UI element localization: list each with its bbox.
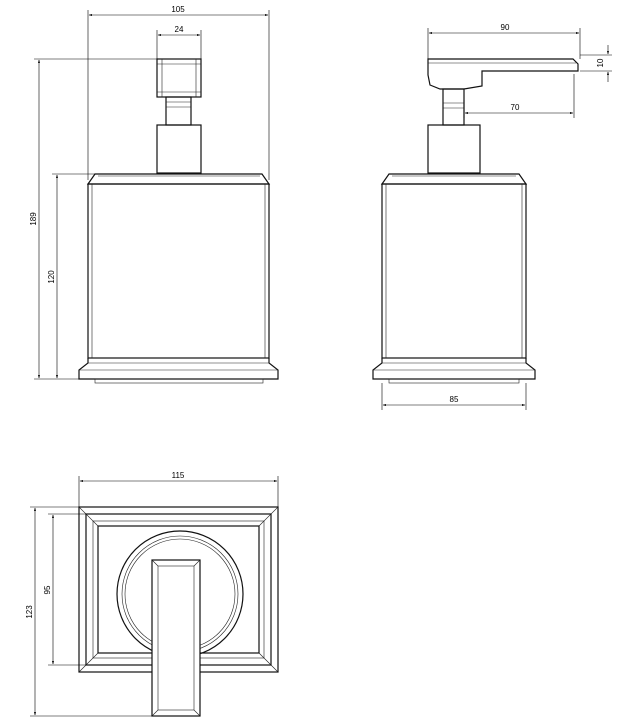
dim-front-head-width: 24 <box>175 25 184 34</box>
side-base <box>372 358 536 380</box>
dim-front-total-height: 189 <box>29 212 38 226</box>
front-view <box>78 58 279 384</box>
top-dimensions: 115 95 123 <box>25 471 279 717</box>
dim-side-arm-thickness: 10 <box>596 58 605 67</box>
top-lever <box>151 559 201 717</box>
side-dimensions: 90 10 70 85 <box>381 23 612 410</box>
dim-top-width: 115 <box>172 471 185 480</box>
side-lever-arm <box>427 58 579 90</box>
dim-top-inner-height: 95 <box>43 585 52 594</box>
dim-front-width: 105 <box>171 5 185 14</box>
front-base <box>78 358 279 380</box>
side-body <box>381 183 527 359</box>
front-pump-stem <box>165 96 192 126</box>
side-pump-neck <box>427 124 481 174</box>
front-top-cap <box>86 173 271 185</box>
dim-front-body-height: 120 <box>47 270 56 284</box>
side-view <box>372 58 579 384</box>
dim-top-total-height: 123 <box>25 605 34 619</box>
top-view <box>78 506 279 717</box>
dim-side-arm-reach: 70 <box>511 103 520 112</box>
front-dimensions: 105 24 189 120 <box>29 5 270 380</box>
dim-side-base-width: 85 <box>450 395 459 404</box>
side-pump-stem <box>442 88 465 126</box>
front-pump-head <box>156 58 202 98</box>
front-body <box>87 183 270 359</box>
dim-side-arm-length: 90 <box>501 23 510 32</box>
front-pump-neck <box>156 124 202 174</box>
side-top-cap <box>380 173 528 185</box>
